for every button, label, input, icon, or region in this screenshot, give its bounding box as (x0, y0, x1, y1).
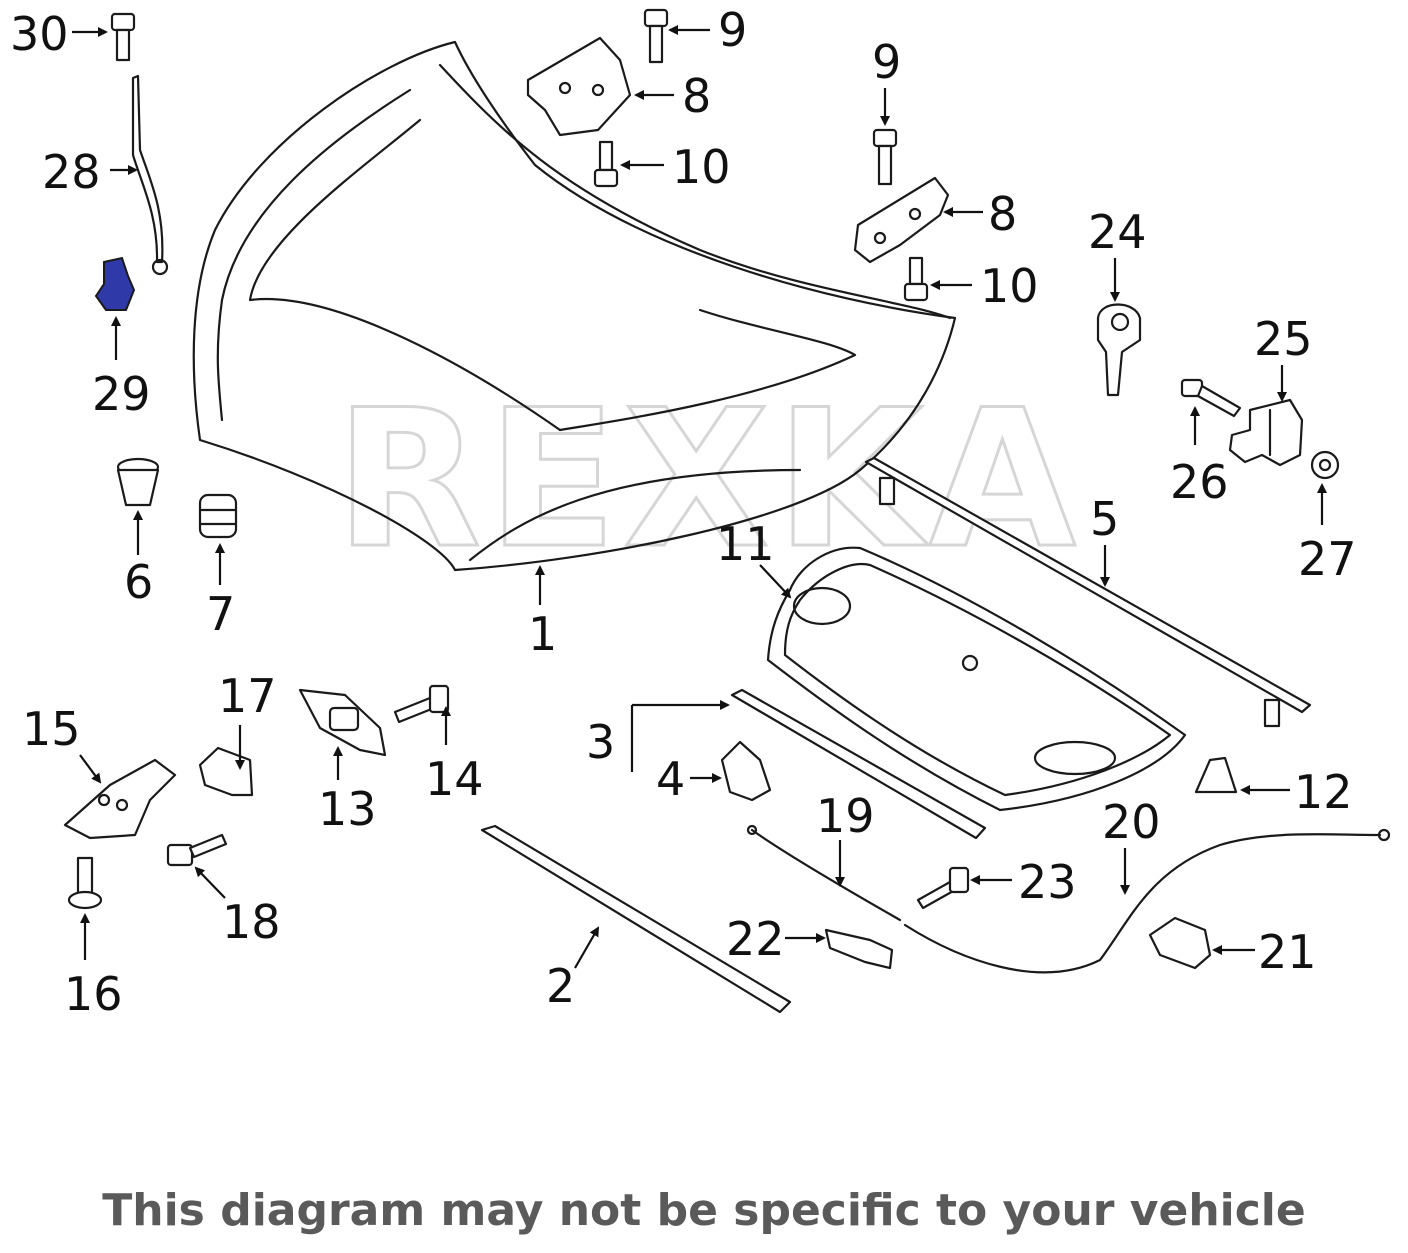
seal-strip-part-3[interactable] (730, 688, 987, 840)
bolt-part-9-right[interactable] (872, 128, 898, 186)
release-cable-part-19[interactable] (746, 824, 902, 922)
release-cable-part-20[interactable] (903, 828, 1391, 974)
callout-30: 30 (10, 7, 69, 61)
callout-26: 26 (1170, 455, 1229, 509)
callout-6: 6 (124, 555, 153, 609)
nut-part-27[interactable] (1310, 450, 1340, 480)
callout-12: 12 (1294, 765, 1353, 819)
actuator-part-25[interactable] (1228, 398, 1304, 467)
bolt-part-10-left[interactable] (593, 140, 619, 188)
callout-23: 23 (1018, 855, 1077, 909)
hinge-part-8-left[interactable] (526, 36, 632, 137)
callout-21: 21 (1258, 925, 1317, 979)
callout-2: 2 (546, 959, 575, 1013)
callout-25: 25 (1254, 312, 1313, 366)
callout-5: 5 (1090, 492, 1119, 546)
bolt-part-30[interactable] (110, 12, 136, 62)
bolt-part-10-right[interactable] (903, 256, 929, 302)
callout-22: 22 (726, 912, 785, 966)
bolt-part-26[interactable] (1180, 378, 1242, 418)
callout-11: 11 (716, 517, 775, 571)
callout-16: 16 (64, 967, 123, 1021)
callout-29: 29 (92, 367, 151, 421)
callout-4: 4 (656, 752, 685, 806)
callout-10-left: 10 (672, 140, 731, 194)
release-handle-part-21[interactable] (1148, 916, 1212, 970)
callout-8-right: 8 (988, 187, 1017, 241)
callout-13: 13 (318, 782, 377, 836)
callout-7: 7 (206, 587, 235, 641)
insulator-part-11[interactable] (766, 546, 1187, 812)
bolt-part-18[interactable] (166, 833, 228, 867)
bracket-part-22[interactable] (824, 928, 894, 970)
callout-24: 24 (1088, 205, 1147, 259)
callout-19: 19 (816, 789, 875, 843)
hood-part-1[interactable] (192, 40, 957, 572)
prop-rod-part-28[interactable] (131, 74, 169, 276)
bumper-part-6[interactable] (116, 457, 160, 507)
weatherstrip-part-5[interactable] (864, 456, 1312, 728)
callout-1: 1 (528, 607, 557, 661)
callout-15: 15 (22, 702, 81, 756)
prop-rod-clip-part-29[interactable] (94, 256, 136, 311)
seal-part-2[interactable] (480, 824, 792, 1014)
bolt-part-23[interactable] (916, 866, 970, 910)
callout-8-left: 8 (682, 69, 711, 123)
callout-17: 17 (218, 669, 277, 723)
callout-9-top: 9 (718, 3, 747, 57)
latch-part-24[interactable] (1096, 303, 1142, 397)
bolt-part-16[interactable] (67, 856, 103, 910)
bracket-part-15[interactable] (63, 758, 177, 840)
callout-10-right: 10 (980, 259, 1039, 313)
callout-28: 28 (42, 145, 101, 199)
callout-9-right: 9 (872, 35, 901, 89)
bolt-part-14[interactable] (393, 684, 450, 724)
callout-3: 3 (586, 715, 615, 769)
striker-part-13[interactable] (298, 688, 387, 757)
clip-part-4[interactable] (720, 740, 772, 802)
grommet-part-12[interactable] (1194, 756, 1238, 794)
hinge-part-8-right[interactable] (853, 176, 950, 264)
watermark: REXKA (335, 369, 1082, 590)
bolt-part-9-left[interactable] (643, 8, 669, 64)
disclaimer-text: This diagram may not be specific to your… (102, 1185, 1306, 1236)
callout-27: 27 (1298, 532, 1357, 586)
callout-labels: 30 28 29 6 7 1 9 8 10 9 8 10 24 25 26 27… (10, 3, 1357, 1021)
bumper-part-7[interactable] (198, 493, 238, 539)
callout-18: 18 (222, 895, 281, 949)
leader-lines (72, 25, 1327, 969)
callout-20: 20 (1102, 795, 1161, 849)
callout-14: 14 (425, 752, 484, 806)
clip-part-17[interactable] (198, 746, 254, 797)
